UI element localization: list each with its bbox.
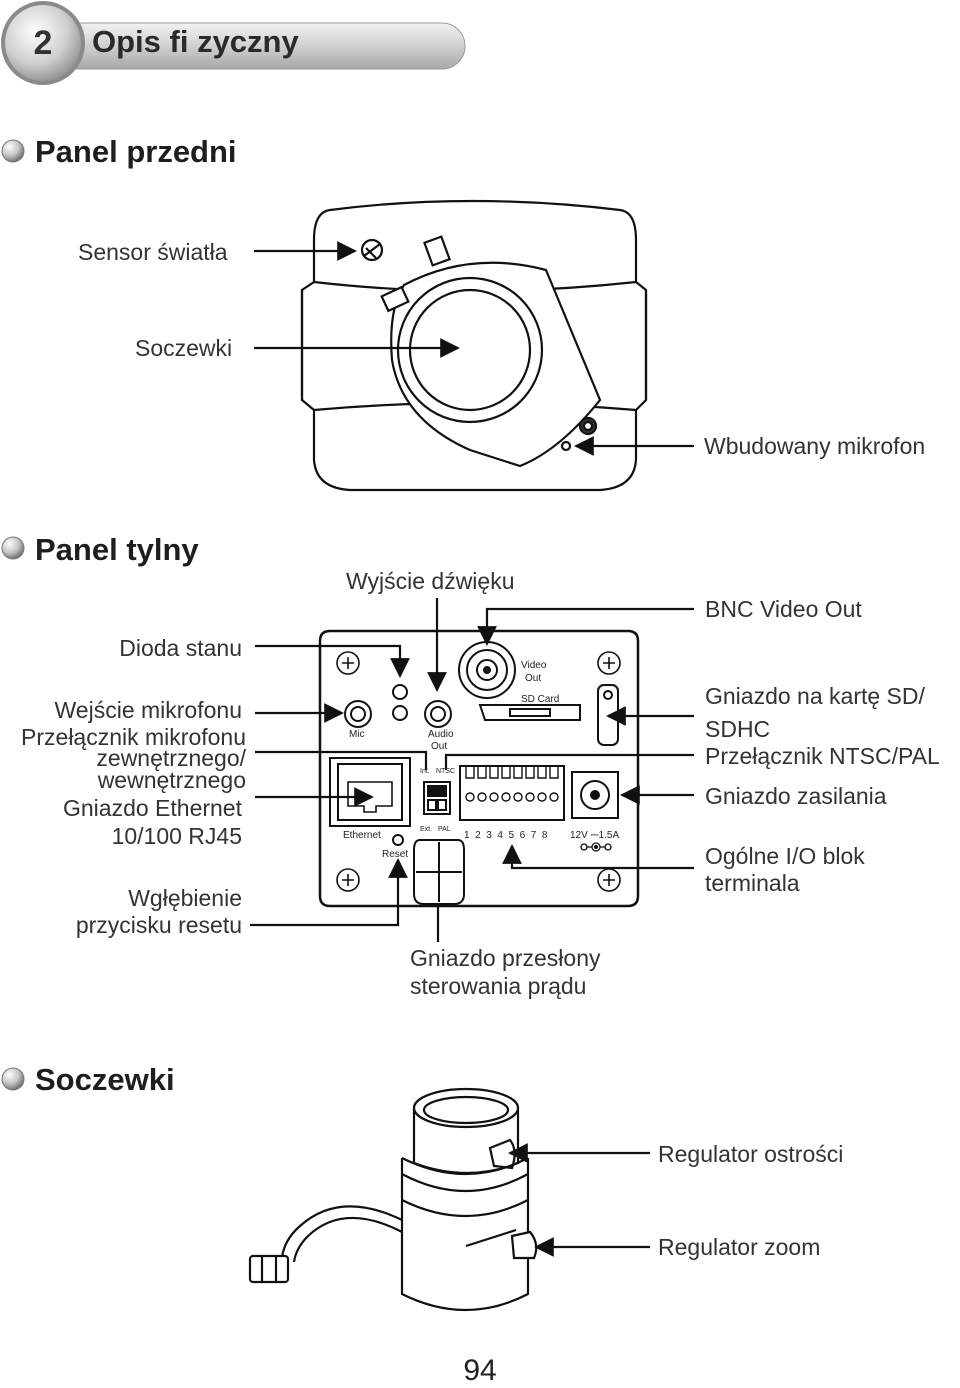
label-mic-input: Wejście mikrofonu (54, 697, 242, 723)
front-callout-lines (254, 241, 694, 456)
label-zoom: Regulator zoom (658, 1234, 821, 1260)
label-light-sensor: Sensor światła (78, 239, 228, 265)
panel-text-reset: Reset (382, 849, 409, 860)
bullet-icon (1, 536, 25, 560)
panel-text-ntsc: NTSC (436, 768, 456, 775)
chapter-header: 2 Opis fi zyczny (0, 0, 466, 86)
label-sd-2: SDHC (705, 716, 771, 742)
panel-text-terminals: 1 2 3 4 5 6 7 8 (464, 830, 548, 841)
label-reset-1: Wgłębienie (128, 885, 242, 911)
chapter-number: 2 (33, 23, 53, 62)
label-ntsc-pal: Przełącznik NTSC/PAL (705, 743, 940, 769)
label-mic-switch-1: Przełącznik mikrofonu (21, 724, 246, 750)
camera-rear-illustration (318, 629, 640, 908)
camera-front-illustration (300, 199, 648, 492)
section-title-lens: Soczewki (35, 1062, 175, 1097)
panel-text-audio-1: Audio (428, 729, 454, 740)
panel-text-ethernet: Ethernet (343, 830, 381, 841)
panel-text-video-2: Out (525, 673, 542, 684)
label-reset-2: przycisku resetu (75, 912, 242, 938)
section-title-front: Panel przedni (35, 134, 237, 169)
chapter-header-graphic (1, 1, 466, 85)
label-power: Gniazdo zasilania (705, 783, 887, 809)
panel-text-video-1: Video (521, 660, 547, 671)
label-io-1: Ogólne I/O blok (705, 843, 865, 869)
panel-text-sd-card: SD Card (521, 694, 560, 705)
panel-text-pal: PAL (438, 826, 451, 833)
label-iris-2: sterowania prądu (410, 973, 587, 999)
rear-callout-lines (250, 598, 694, 942)
label-mic-switch-2: zewnętrznego/ (96, 745, 246, 771)
label-ethernet-1: Gniazdo Ethernet (62, 795, 242, 821)
label-lens: Soczewki (135, 335, 233, 361)
label-focus: Regulator ostrości (658, 1141, 844, 1167)
label-sd-1: Gniazdo na kartę SD/ (705, 683, 925, 709)
panel-text-int: Int. (420, 768, 430, 775)
label-mic-switch-3: wewnętrznego (97, 767, 246, 793)
label-io-2: terminala (705, 870, 800, 896)
section-title-rear: Panel tylny (35, 532, 199, 567)
lens-callout-lines (508, 1143, 650, 1257)
label-status-led: Dioda stanu (119, 635, 242, 661)
panel-text-audio-2: Out (431, 741, 448, 752)
chapter-title: Opis fi zyczny (92, 24, 299, 59)
label-bnc: BNC Video Out (705, 596, 862, 622)
panel-text-ext: Ext. (420, 826, 433, 833)
bullet-icon (1, 1067, 25, 1091)
label-builtin-mic: Wbudowany mikrofon (704, 433, 926, 459)
label-audio-out: Wyjście dźwięku (346, 568, 515, 594)
bullet-icon (1, 139, 25, 163)
label-iris-1: Gniazdo przesłony (410, 945, 601, 971)
panel-text-mic: Mic (349, 729, 365, 740)
lens-illustration (248, 1087, 538, 1312)
page-number: 94 (463, 1354, 497, 1387)
panel-text-power-rating: 12V ⎓1.5A (570, 830, 620, 841)
label-ethernet-2: 10/100 RJ45 (111, 823, 242, 849)
